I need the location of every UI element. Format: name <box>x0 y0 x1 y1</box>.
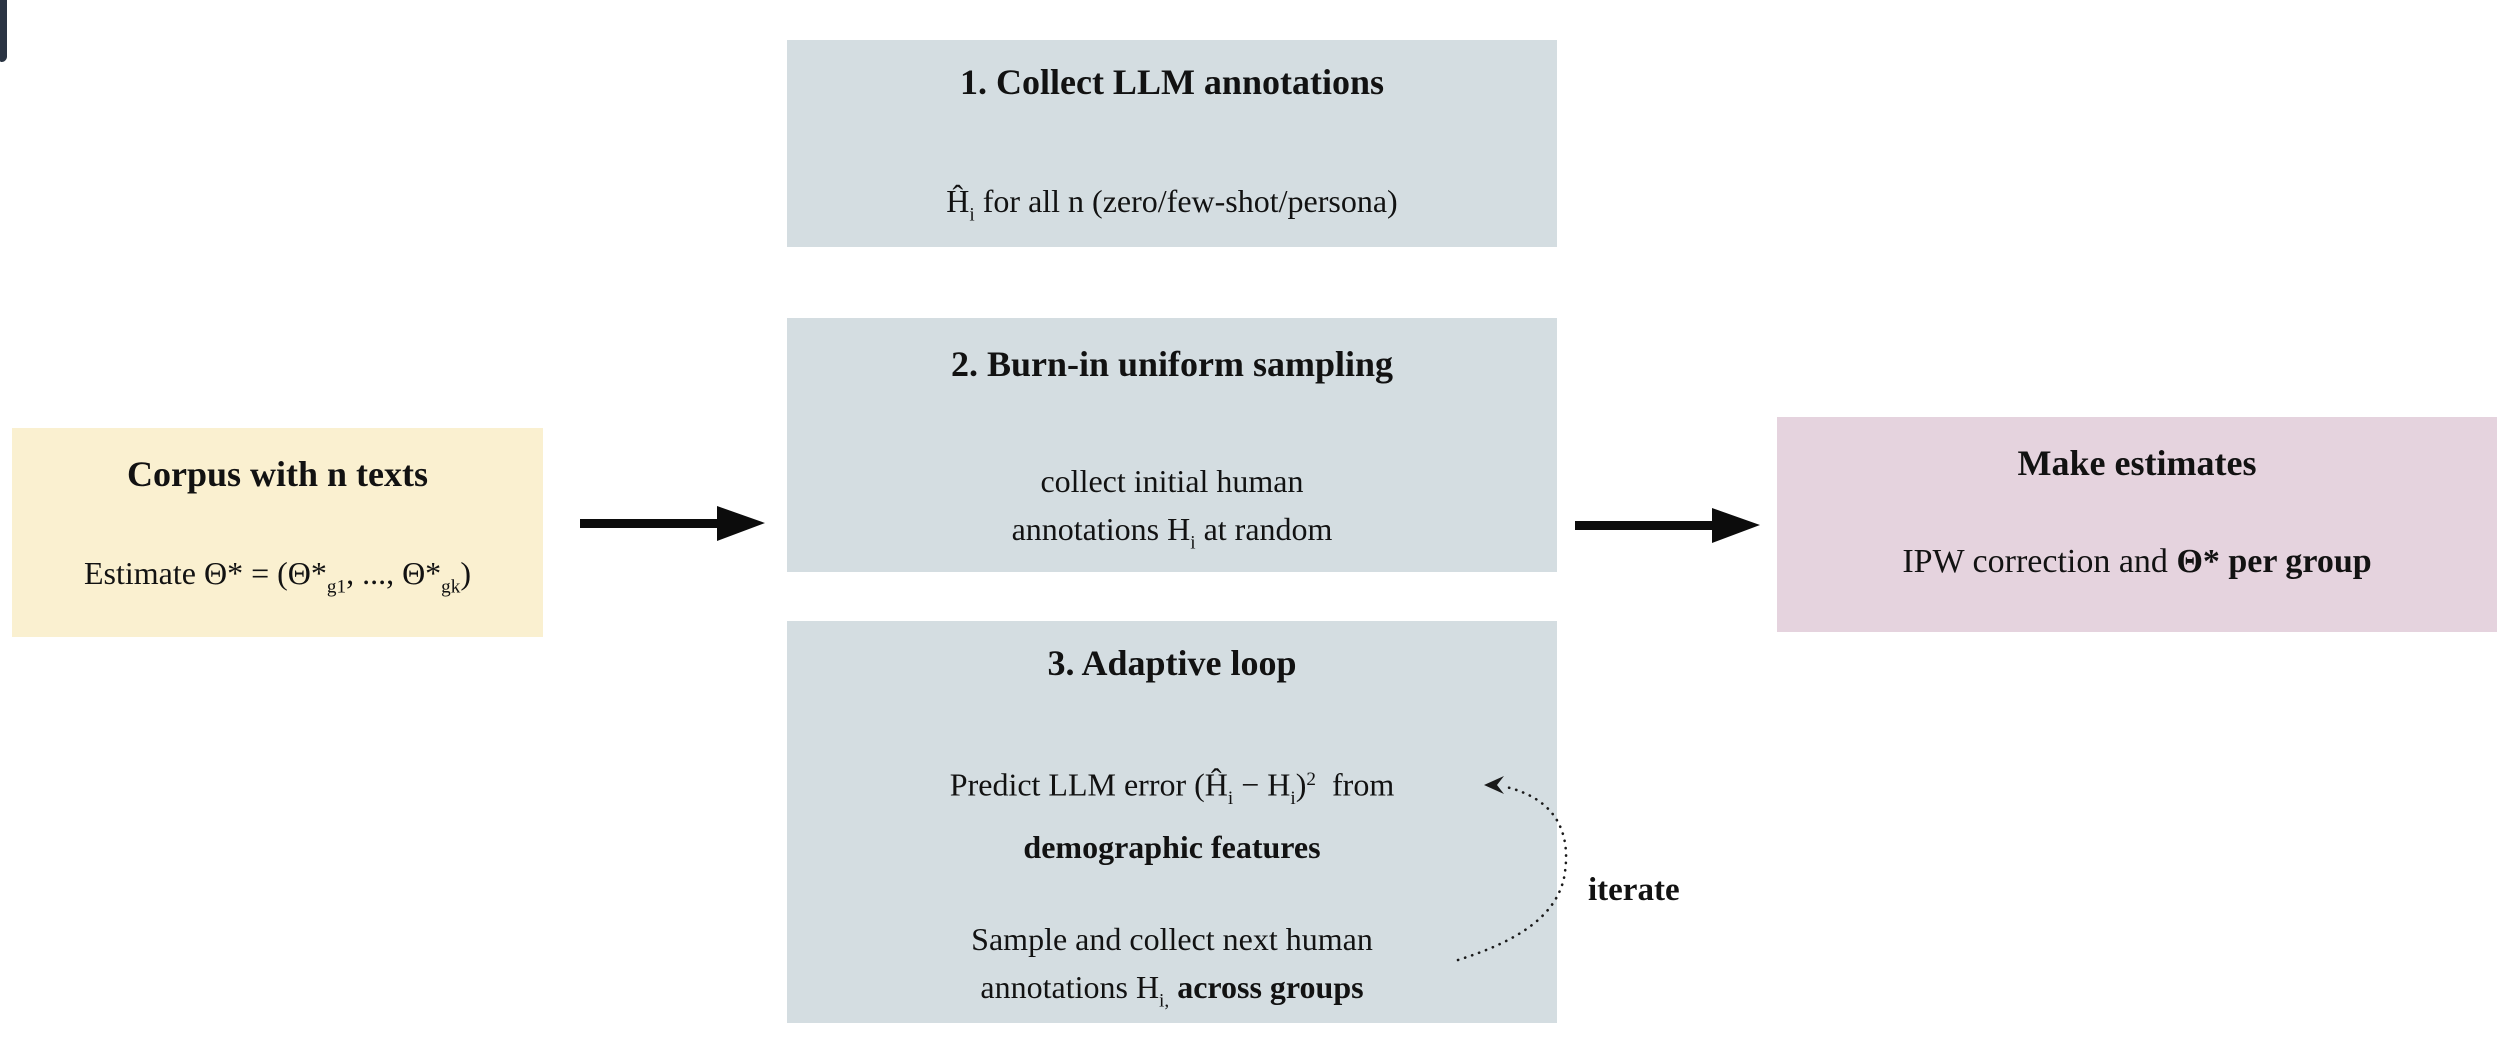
step3-box-title: 3. Adaptive loop <box>1047 643 1297 683</box>
estimates-box-body: IPW correction and Θ* per group <box>1902 543 2372 580</box>
step1-box-body: Ĥi for all n (zero/few-shot/persona) <box>946 183 1398 226</box>
corpus-box-title: Corpus with n texts <box>126 454 429 494</box>
step1-box: 1. Collect LLM annotations Ĥi for all n … <box>787 40 1557 247</box>
window-corner-icon <box>0 0 7 62</box>
step3-box: 3. Adaptive loop Predict LLM error (Ĥi −… <box>787 621 1557 1023</box>
corpus-box: Corpus with n texts Estimate Θ* = (Θ*g1,… <box>12 428 543 637</box>
iterate-loop-arrow-icon <box>1456 776 1568 962</box>
step1-box-title: 1. Collect LLM annotations <box>959 62 1384 102</box>
iterate-label: iterate <box>1588 872 1680 908</box>
corpus-box-body: Estimate Θ* = (Θ*g1, ..., Θ*gk) <box>83 555 472 598</box>
estimates-box-title: Make estimates <box>2017 443 2257 483</box>
step2-box: 2. Burn-in uniform sampling collect init… <box>787 318 1557 572</box>
flow-arrow-left-icon <box>580 506 765 541</box>
flow-arrow-right-icon <box>1575 508 1760 543</box>
step2-box-title: 2. Burn-in uniform sampling <box>950 344 1394 384</box>
estimates-box: Make estimates IPW correction and Θ* per… <box>1777 417 2497 632</box>
